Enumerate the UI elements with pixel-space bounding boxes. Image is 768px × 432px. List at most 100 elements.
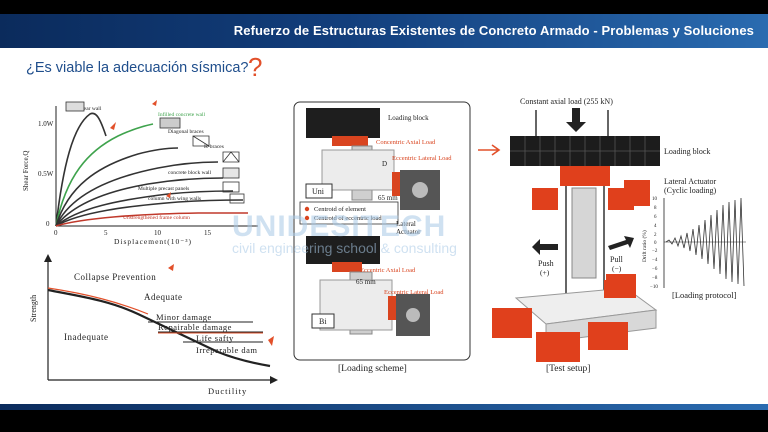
label-shear-wall: Shear wall [78,106,102,112]
upper-footing [321,149,395,191]
shear-displacement-chart: Shear Force,Q 1.0W 0.5W 0 0 5 10 15 Disp… [22,100,258,246]
loading-protocol-plot [663,197,746,288]
test-column [571,187,597,279]
chart1-ytick-1: 1.0W [38,120,54,128]
label-precast: Multiple precast panels [138,186,189,192]
legend-centroid-element: Centroid of element [314,206,366,213]
axial-load-arrow [566,108,586,132]
chart1-xtick-2: 5 [104,229,108,237]
curve-shear-wall [55,112,107,227]
curve-unstrengthened [55,212,248,227]
lower-loading-block [306,236,380,264]
label-lateral-actuator: Lateral [396,220,416,228]
header-bar: Refuerzo de Estructuras Existentes de Co… [0,14,768,48]
scheme-legend [299,201,399,225]
watermark-tagline: civil engineering school & consulting [232,240,457,256]
label-65mm-upper: 65 mm [378,194,398,202]
icon-diagonal [192,135,210,147]
label-actuator-1: Lateral Actuator [664,177,717,186]
side-red-bracket-left [532,188,558,210]
chart1-ytick-3: 0 [46,220,50,228]
curve-precast [55,190,234,227]
protocol-tick-5: 2 [654,233,657,238]
arrow-annotation-3 [166,192,171,198]
question-text: ¿Es viable la adecuación sísmica? [26,60,249,76]
chart2-yaxis-arrow [44,254,52,262]
label-collapse: Collapse Prevention [74,272,156,282]
upper-loading-block [306,108,380,138]
protocol-tick-6: 0 [654,241,657,246]
push-arrow [532,239,558,255]
loading-scheme-figure: Uni Centroid of element Centroid of ecce… [293,101,471,361]
label-inadequate: Inadequate [64,332,108,342]
mode-bi-label: Bi [319,317,327,326]
label-wing: column with wing walls [148,196,201,202]
question-mark-icon: ? [248,52,263,82]
label-unstrengthened: Unstrengthened frame column [123,214,190,221]
mode-uni-label: Uni [312,187,325,196]
label-minor: Minor damage [156,312,212,322]
chart2-capacity-curve [47,288,271,368]
label-axial-load: Constant axial load (255 kN) [520,97,613,106]
base-red-block-3 [588,322,628,350]
lower-red-plate [332,262,362,272]
chart1-xtick-4: 15 [204,229,212,237]
base-red-block-1 [492,308,532,338]
upper-lateral-plate [392,172,400,196]
label-eccentric-axial: Eccentric Axial Load [360,267,416,274]
lower-actuator-hole [406,308,420,322]
arrow-annotation-6 [478,144,501,156]
label-push: Push [538,259,554,268]
base-red-block-5 [604,280,634,298]
mode-bi-box [311,313,335,329]
label-push-sign: (+) [540,268,550,277]
protocol-tick-10: −8 [652,276,658,281]
protocol-tick-11: −10 [650,285,658,290]
lower-lateral-plate [388,296,396,320]
label-pull-sign: (−) [612,264,622,273]
label-diagonal: Diagonal braces [168,129,204,135]
test-setup-figure: 10 8 6 4 2 0 −2 −4 −6 −8 −10 Drift ratio… [478,97,746,362]
chart1-xtick-1: 0 [54,229,58,237]
label-life: Life safty [196,333,234,343]
upper-actuator-hole [412,182,428,198]
curve-wing [55,199,244,227]
protocol-tick-4: 4 [654,224,657,229]
chart2-xlabel: Ductility [208,386,247,396]
chart1-ytick-2: 0.5W [38,170,54,178]
label-kbraces: K-braces [204,144,224,150]
top-black-bar [0,0,768,14]
label-65mm-lower: 65 mm [356,278,376,286]
chart2-red-curve [47,287,149,315]
protocol-tick-9: −6 [652,267,658,272]
protocol-tick-8: −4 [652,258,658,263]
actuator-red-block [624,180,650,206]
curve-diagonal [55,147,179,227]
label-repairable: Repairable damage [158,322,232,332]
base-red-block-2 [536,332,580,362]
protocol-tick-1: 10 [652,197,658,202]
label-block: concrete block wall [168,170,212,176]
protocol-tick-2: 8 [654,206,657,211]
bottom-blue-bar [0,404,768,410]
slide-title: Refuerzo de Estructuras Existentes de Co… [233,23,754,38]
label-eccentric-lateral-1: Eccentric Lateral Load [392,155,452,162]
chart1-xtick-3: 10 [154,229,162,237]
label-eccentric-lateral-2: Eccentric Lateral Load [384,289,444,296]
label-adequate: Adequate [144,292,182,302]
watermark: UNIDESITECH civil engineering school & c… [232,210,457,256]
curve-infilled [55,123,154,227]
chart1-xlabel: Displacement(10⁻³) [114,237,192,246]
label-pull: Pull [610,255,624,264]
legend-marker-1 [304,206,310,212]
protocol-tick-7: −2 [652,249,658,254]
chart1-ylabel: Shear Force,Q [22,151,30,191]
icon-infilled [159,117,181,129]
label-loading-block-scheme: Loading block [388,114,429,122]
icon-block [222,167,240,179]
bottom-black-bar [0,410,768,432]
arrow-annotation-4 [168,264,174,271]
curve-kbraces [55,161,219,227]
strength-ductility-chart: Strength Collapse Prevention Adequate In… [29,254,278,396]
